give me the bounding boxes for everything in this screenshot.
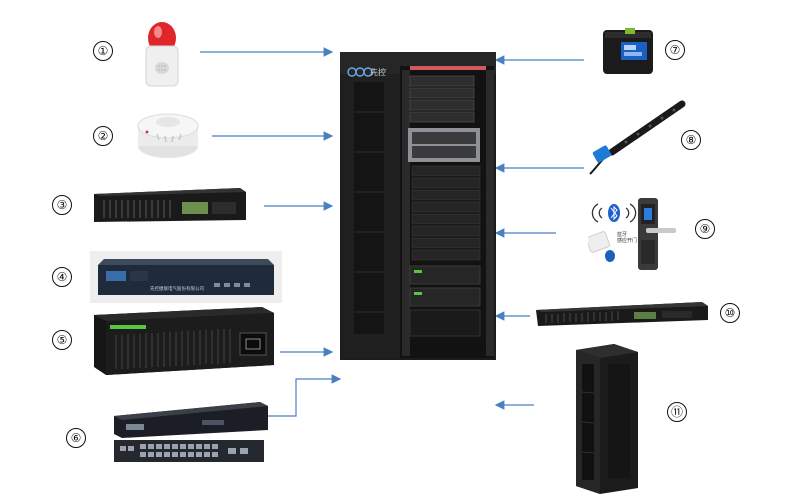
- sound-light-alarm-icon: [145, 22, 179, 87]
- marker-8: ⑧: [681, 130, 701, 150]
- marker-11: ⑪: [667, 402, 687, 422]
- temperature-humidity-sensor-icon: [603, 28, 653, 74]
- smoke-detector-icon: [137, 113, 199, 158]
- rack-1u-device-icon: [536, 302, 708, 326]
- access-label-line2: 感应开门: [617, 238, 638, 244]
- marker-4: ④: [52, 267, 72, 287]
- access-label-line1: 蓝牙: [617, 232, 628, 238]
- rack-power-module-icon: [94, 188, 246, 222]
- marker-2: ②: [93, 126, 113, 146]
- marker-3: ③: [52, 195, 72, 215]
- monitoring-host-icon: [98, 259, 274, 295]
- marker-7: ⑦: [665, 40, 685, 60]
- monitoring-host-label: 先控捷联电气股份有限公司: [150, 287, 204, 292]
- marker-5: ⑤: [52, 330, 72, 350]
- marker-10: ⑩: [720, 303, 740, 323]
- cabinet-logo-text: 先控: [370, 68, 386, 77]
- marker-9: ⑨: [695, 219, 715, 239]
- access-control-lock-icon: [588, 198, 676, 270]
- network-switch-icon: [114, 402, 268, 462]
- integrated-cabinet-icon: [340, 52, 496, 360]
- access-control-label: 蓝牙 感应开门: [617, 232, 637, 244]
- marker-6: ⑥: [66, 428, 86, 448]
- monitoring-host-panel: 先控捷联电气股份有限公司: [90, 251, 282, 303]
- expansion-cabinet-icon: [576, 344, 638, 494]
- ups-rack-icon: [94, 307, 274, 375]
- marker-1: ①: [93, 41, 113, 61]
- pdu-power-strip-icon: [589, 100, 686, 175]
- arrow-6: [262, 374, 342, 417]
